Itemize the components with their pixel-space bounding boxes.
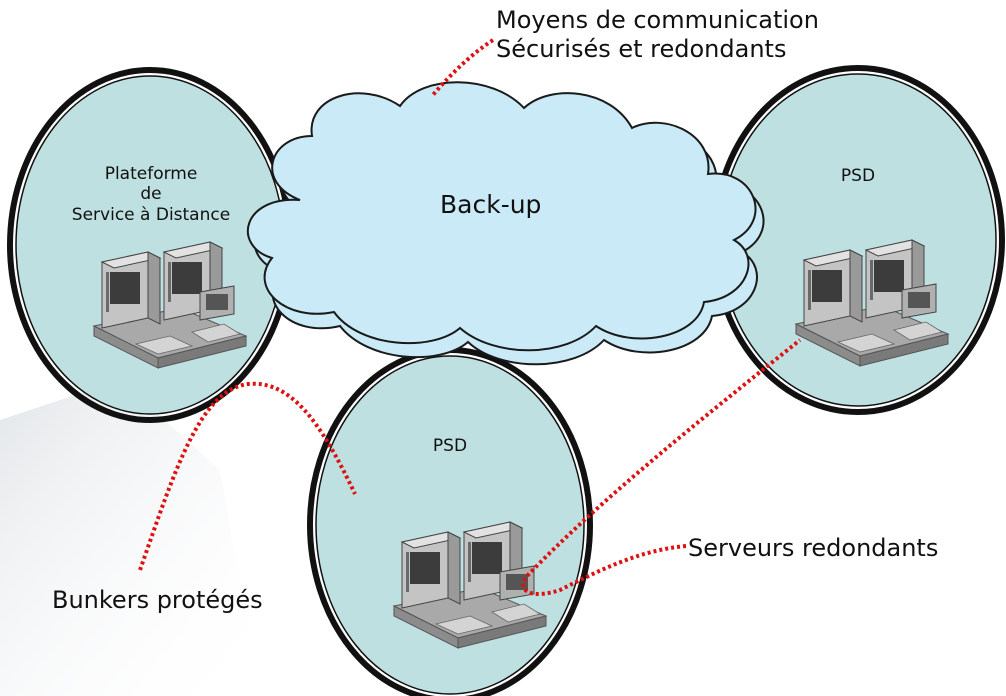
node-left-label-line-2: de	[140, 184, 162, 205]
callout-communication-line-1: Moyens de communication	[496, 6, 819, 34]
node-left-label: Plateforme de Service à Distance	[46, 164, 256, 225]
callout-communication-line-2: Sécurisés et redondants	[496, 34, 787, 63]
node-bottom	[307, 347, 593, 696]
backup-cloud	[246, 81, 765, 366]
connector-servers	[521, 338, 802, 596]
node-left-label-line-1: Plateforme	[104, 164, 198, 184]
node-right-label: PSD	[840, 166, 876, 186]
connector-bunkers	[138, 381, 357, 571]
connector-communication	[430, 38, 495, 98]
cloud-label: Back-up	[440, 190, 542, 219]
callout-servers: Serveurs redondants	[688, 534, 939, 562]
background-texture	[0, 380, 260, 696]
callout-communication: Moyens de communication Sécurisés et red…	[496, 6, 819, 64]
node-left	[7, 67, 293, 423]
callout-bunkers: Bunkers protégés	[52, 586, 263, 614]
node-left-label-line-3: Service à Distance	[71, 204, 231, 225]
node-bottom-label: PSD	[432, 436, 468, 456]
